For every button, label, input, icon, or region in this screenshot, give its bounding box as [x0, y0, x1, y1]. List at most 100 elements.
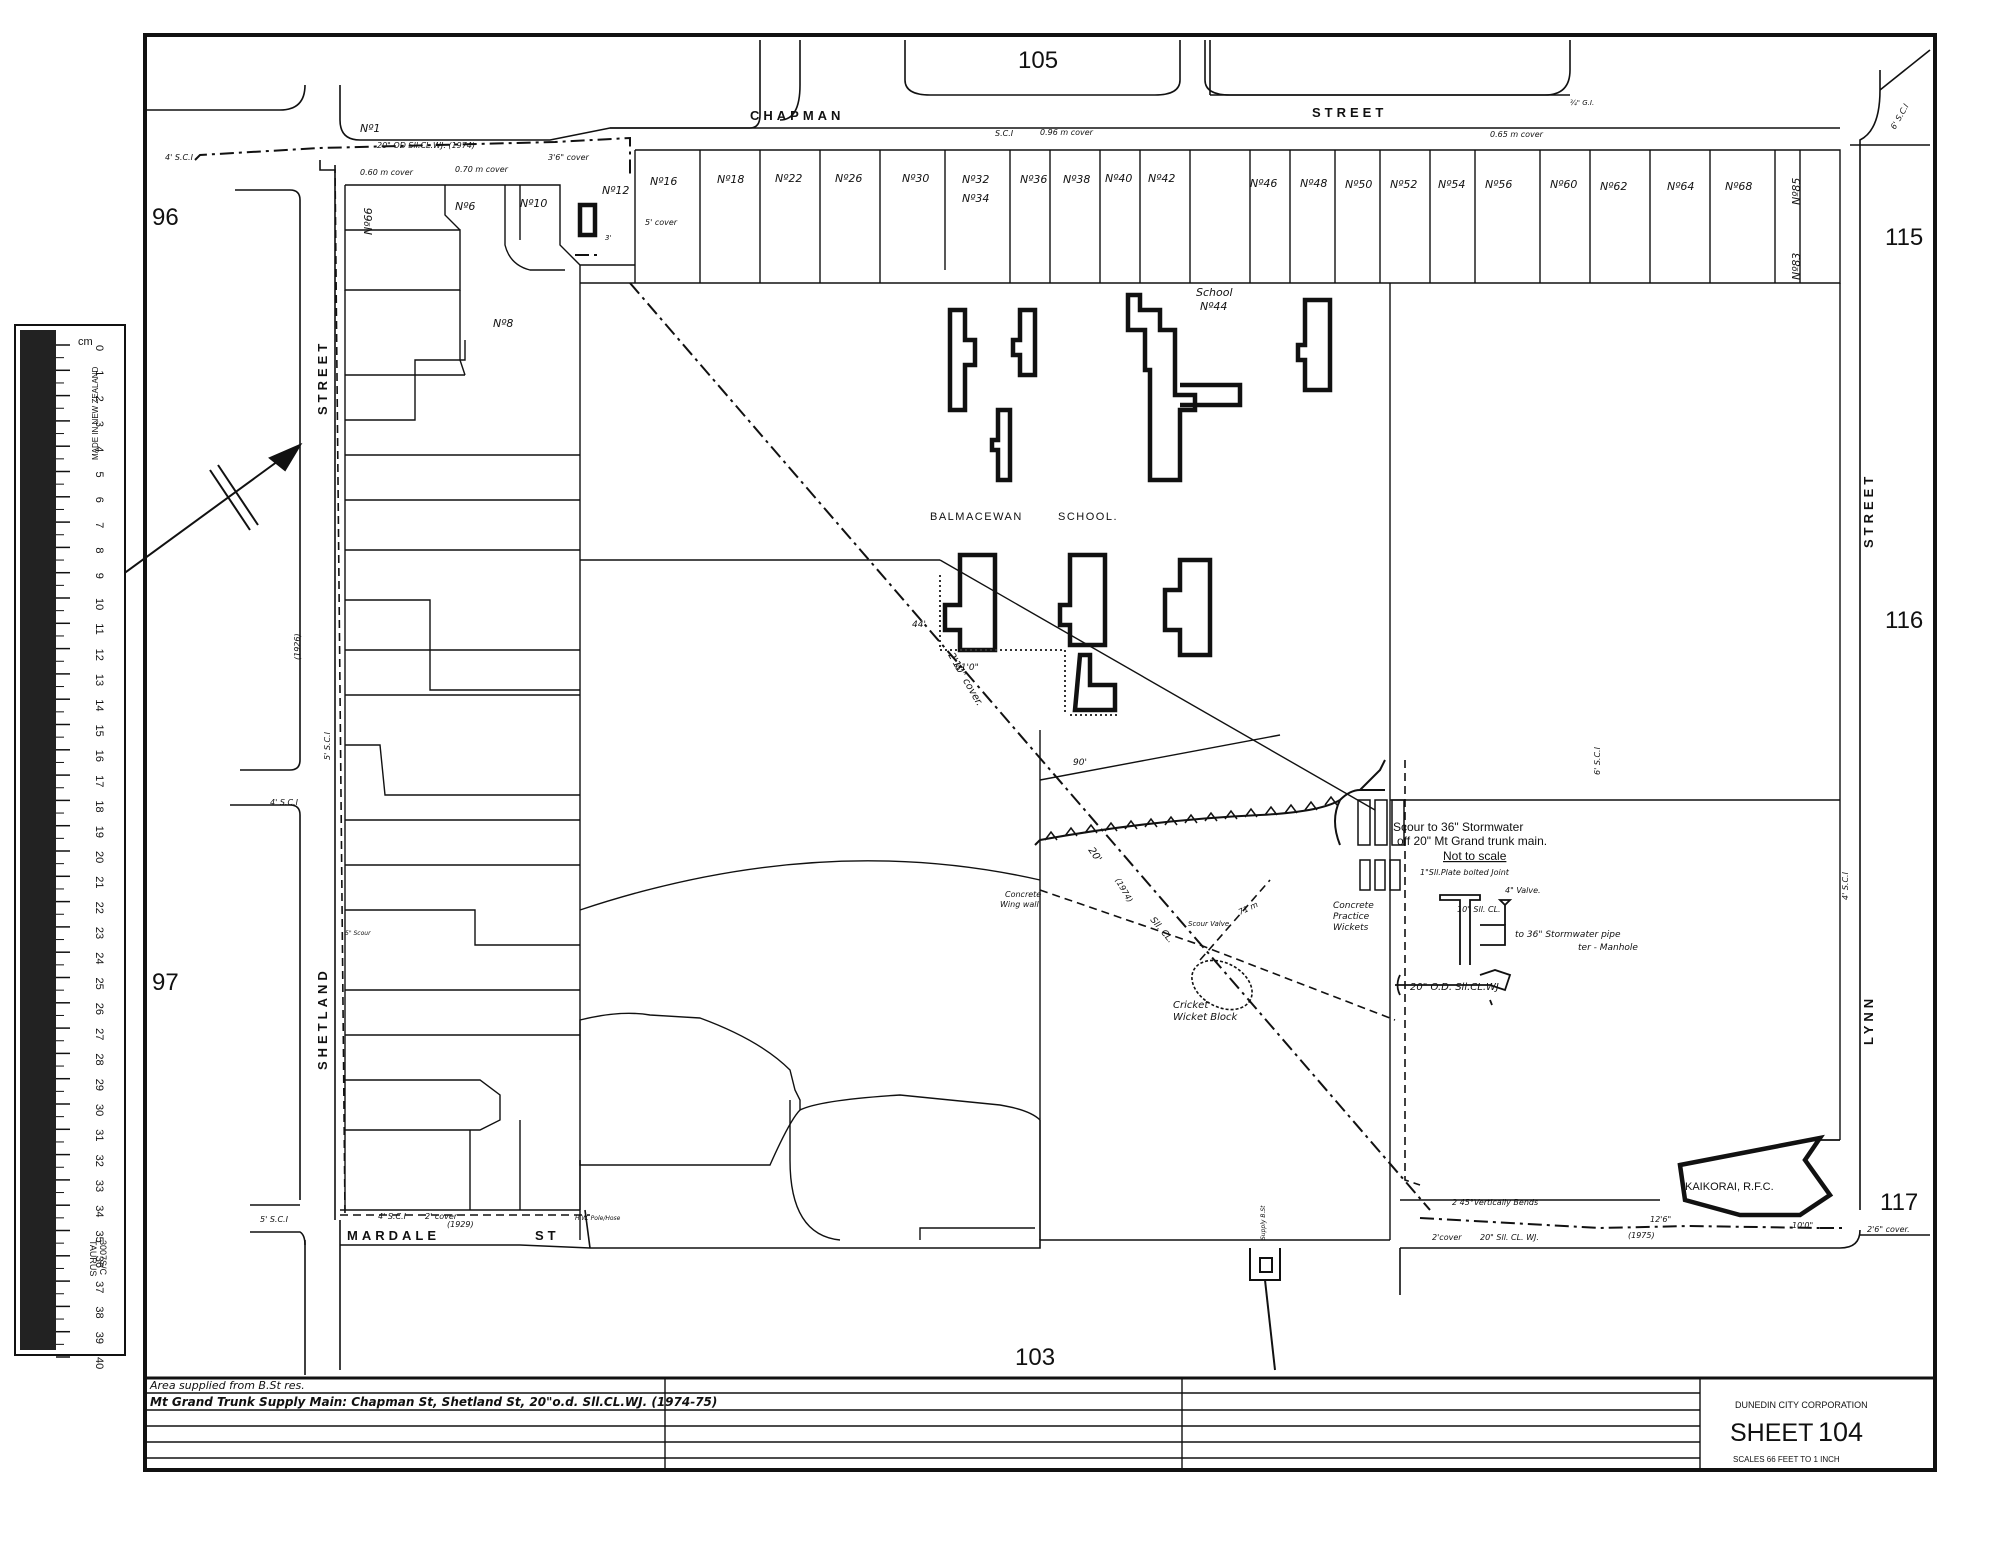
note-manhole: ter - Manhole	[1578, 943, 1638, 953]
note-year-1974: (1974)	[1113, 877, 1134, 905]
street-chapman: CHAPMAN	[750, 108, 844, 123]
scour-valve-inset	[1395, 894, 1513, 1006]
ruler-number: 6	[93, 497, 105, 503]
ruler-number: 13	[93, 674, 105, 686]
note-six-sci-b: 6' S.C.I	[1593, 746, 1602, 775]
ruler-number: 19	[93, 826, 105, 838]
note-year-1929: (1929)	[447, 1220, 474, 1229]
sheet-ref-right-2: 116	[1885, 607, 1923, 634]
ruler-number: 36	[93, 1256, 105, 1268]
ruler-number: 1	[93, 370, 105, 376]
note-four-sci-mardale: 4' S.C.I	[378, 1212, 407, 1221]
note-cover-26: 2'6" cover.	[1867, 1225, 1910, 1234]
property-lines	[344, 149, 1841, 1241]
note-cricket-1: Cricket	[1173, 1000, 1209, 1011]
note-five-sci-b: 5' S.C.I	[260, 1215, 289, 1224]
ruler-number: 34	[93, 1205, 105, 1217]
street-shetland-street: STREET	[315, 340, 330, 415]
note-dim-3: 3'	[605, 234, 611, 242]
school-name: BALMACEWAN	[930, 511, 1023, 523]
lot-labels: Nº1 Nº6 Nº10 Nº12 Nº16 Nº18 Nº22 Nº26 Nº…	[360, 122, 1803, 330]
ruler-number: 9	[93, 573, 105, 579]
lot-10: Nº10	[520, 197, 547, 210]
ruler-number: 31	[93, 1129, 105, 1141]
note-dim-20: 20'	[1086, 845, 1104, 864]
ruler-number: 29	[93, 1079, 105, 1091]
lot-62: Nº62	[1600, 180, 1627, 193]
note-cover-2b: 2'cover	[1432, 1233, 1462, 1242]
supply-pipeline	[334, 164, 1421, 1216]
title-sheet-word: SHEET	[1730, 1419, 1813, 1447]
annotations: Scour to 36" Stormwater off 20" Mt Grand…	[165, 99, 1911, 1242]
north-arrow	[114, 442, 303, 581]
ruler-number: 14	[93, 699, 105, 711]
note-sl-cl: 10" Sll. CL.	[1457, 905, 1501, 914]
title-block: Area supplied from B.St res. Mt Grand Tr…	[145, 1378, 1868, 1470]
ruler-number: 15	[93, 725, 105, 737]
ruler-number: 11	[93, 623, 105, 634]
note-sl-cl-short: Sll. CL.	[1148, 916, 1175, 946]
lot-56: Nº56	[1485, 178, 1512, 191]
lot-42: Nº42	[1148, 172, 1175, 185]
sheet-ref-top: 105	[1018, 47, 1058, 74]
lot-1: Nº1	[360, 122, 380, 135]
sheet-ref-right-3: 117	[1880, 1189, 1918, 1216]
ruler-number: 27	[93, 1028, 105, 1040]
ruler-number: 39	[93, 1332, 105, 1344]
lot-36: Nº36	[1020, 173, 1047, 186]
ruler-number: 22	[93, 902, 105, 914]
ruler-number: 21	[93, 876, 105, 888]
lot-32: Nº32	[962, 173, 989, 186]
note-vert-bends: 2 45°Vertically Bends	[1452, 1198, 1538, 1207]
standpipe-detail	[1249, 1248, 1281, 1371]
street-lynn: LYNN	[1861, 995, 1876, 1045]
note-cover-060: 0.60 m cover	[360, 168, 414, 177]
note-six-sci: 6' S.C.I	[1889, 102, 1911, 131]
ruler-number: 35	[93, 1231, 105, 1243]
ruler-number: 38	[93, 1306, 105, 1318]
ruler-ticks: 0123456789101112131415161718192021222324…	[56, 344, 105, 1369]
note-cover-5: 5' cover	[645, 218, 678, 227]
lot-40: Nº40	[1105, 172, 1132, 185]
lot-66: Nº66	[362, 208, 375, 235]
sheet-references: 105 96 97 115 116 117 103	[152, 47, 1923, 1371]
note-sci-top: S.C.I	[995, 129, 1014, 138]
ruler-number: 10	[93, 598, 105, 610]
scale-ruler: 0123456789101112131415161718192021222324…	[14, 324, 126, 1369]
lot-26: Nº26	[835, 172, 862, 185]
cricket-wicket-block	[1191, 959, 1253, 1011]
ruler-number: 30	[93, 1104, 105, 1116]
street-lines	[145, 40, 1931, 1375]
note-scour-valve: Scour Valve	[1188, 920, 1229, 928]
school-lot-label: School	[1196, 286, 1233, 299]
note-valve: 4" Valve.	[1505, 886, 1541, 895]
note-four-sci-shetland: 4' S.C.I	[270, 798, 299, 807]
place-names: BALMACEWAN SCHOOL. School Nº44 KAIKORAI,…	[930, 286, 1774, 1193]
sheet-ref-left-lower: 97	[152, 969, 179, 996]
lot-85: Nº85	[1790, 178, 1803, 205]
school-buildings	[577, 202, 1834, 1218]
ruler-number: 33	[93, 1180, 105, 1192]
building-hatch	[939, 575, 1120, 716]
ruler-number: 23	[93, 927, 105, 939]
sheet-ref-left-upper: 96	[152, 204, 179, 231]
note-year-1926: (1926)	[293, 633, 302, 660]
lot-8: Nº8	[493, 317, 513, 330]
note-practice-2: Practice	[1333, 912, 1370, 922]
lot-16: Nº16	[650, 175, 677, 188]
school-name-2: SCHOOL.	[1058, 511, 1118, 523]
ruler-brand: TAURUS	[88, 1240, 98, 1276]
title-scale: SCALES 66 FEET TO 1 INCH	[1733, 1455, 1840, 1464]
note-practice-3: Wickets	[1333, 923, 1369, 933]
note-year-1975: (1975)	[1628, 1231, 1655, 1240]
ruler-number: 5	[93, 472, 105, 478]
lot-18: Nº18	[717, 173, 744, 186]
ruler-number: 0	[93, 345, 105, 351]
note-scour-1: Scour to 36" Stormwater	[1393, 820, 1523, 834]
lot-48: Nº48	[1300, 177, 1327, 190]
note-four-sci-left: 4' S.C.I	[165, 153, 194, 162]
ruler-number: 3	[93, 421, 105, 427]
note-four-sci-lynn: 4' S.C.I	[1841, 871, 1850, 900]
ruler-number: 12	[93, 649, 105, 661]
